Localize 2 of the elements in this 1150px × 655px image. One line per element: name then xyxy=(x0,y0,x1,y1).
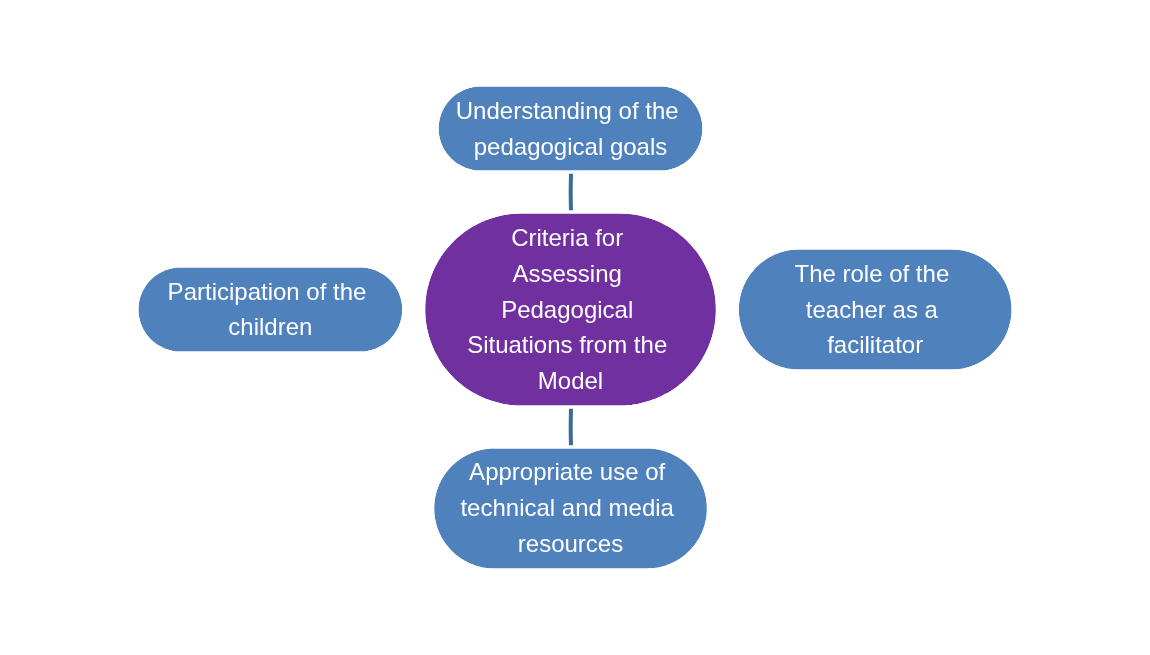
connector xyxy=(568,407,573,448)
connector xyxy=(568,172,573,213)
